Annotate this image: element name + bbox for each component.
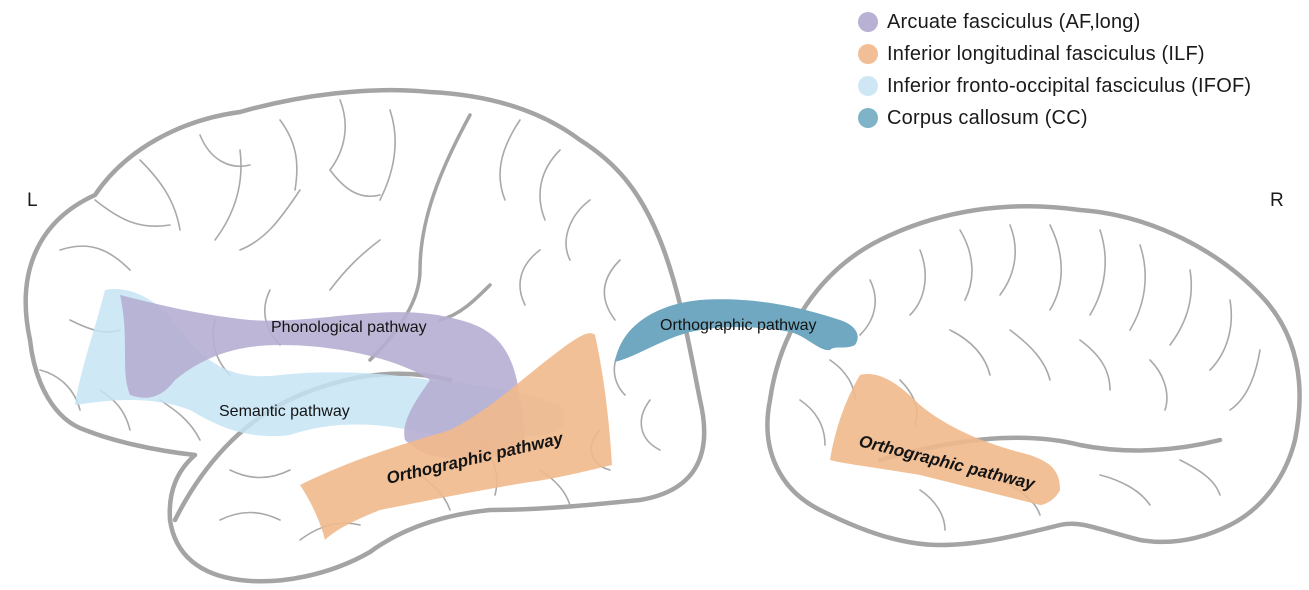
legend-swatch-af bbox=[858, 12, 878, 32]
semantic-pathway-label: Semantic pathway bbox=[219, 403, 350, 420]
legend-label-ifof: Inferior fronto-occipital fasciculus (IF… bbox=[887, 75, 1251, 98]
right-hemisphere-label: R bbox=[1270, 190, 1284, 212]
legend: Arcuate fasciculus (AF,long) Inferior lo… bbox=[858, 6, 1251, 134]
legend-label-cc: Corpus callosum (CC) bbox=[887, 107, 1088, 130]
phonological-pathway-label: Phonological pathway bbox=[271, 319, 427, 336]
left-hemisphere-label: L bbox=[27, 190, 38, 212]
legend-label-af: Arcuate fasciculus (AF,long) bbox=[887, 11, 1140, 34]
legend-swatch-ilf bbox=[858, 44, 878, 64]
orthographic-pathway-callosal-label: Orthographic pathway bbox=[660, 317, 817, 334]
legend-item-ilf: Inferior longitudinal fasciculus (ILF) bbox=[858, 38, 1251, 70]
legend-swatch-cc bbox=[858, 108, 878, 128]
legend-swatch-ifof bbox=[858, 76, 878, 96]
legend-item-ifof: Inferior fronto-occipital fasciculus (IF… bbox=[858, 70, 1251, 102]
legend-item-af: Arcuate fasciculus (AF,long) bbox=[858, 6, 1251, 38]
legend-label-ilf: Inferior longitudinal fasciculus (ILF) bbox=[887, 43, 1205, 66]
legend-item-cc: Corpus callosum (CC) bbox=[858, 102, 1251, 134]
postcentral-sulcus bbox=[440, 285, 490, 320]
